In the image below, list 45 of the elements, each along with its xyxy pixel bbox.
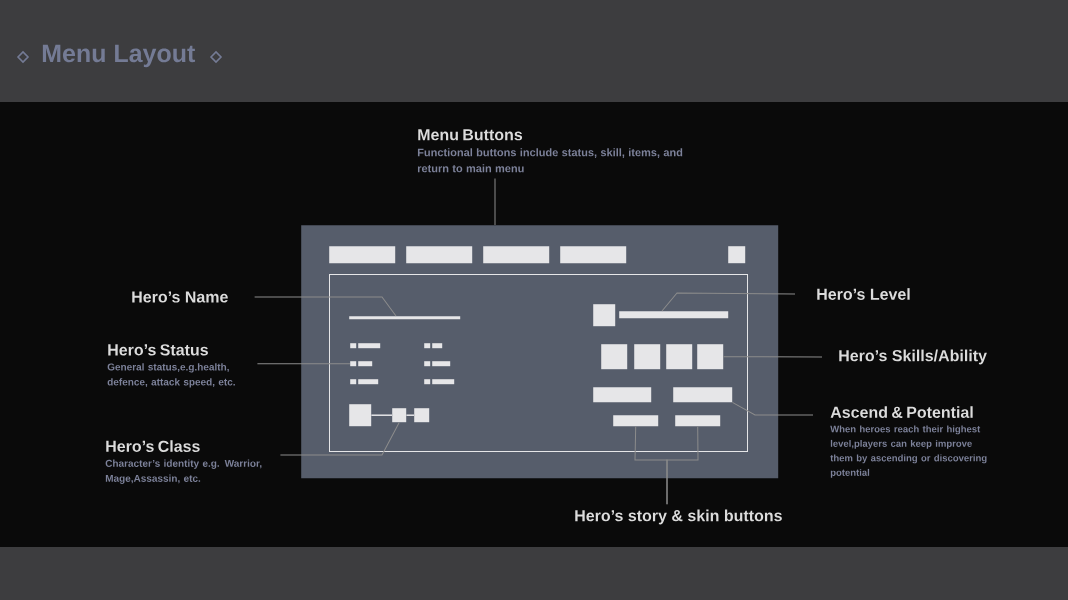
skill-button xyxy=(601,344,628,370)
leader-line xyxy=(731,401,814,416)
portrait-square xyxy=(593,304,616,327)
callout-description: Character’s identity e.g. Warrior, Mage,Assassin, etc. xyxy=(105,459,262,484)
menu-button xyxy=(483,246,550,264)
callout-heading: Hero’s Level xyxy=(817,288,910,300)
skill-button xyxy=(666,344,693,370)
callout-heading: Hero’s story & skin buttons xyxy=(575,509,782,525)
status-list xyxy=(350,343,381,385)
menu-button xyxy=(406,246,473,264)
callout-heading: Hero’s Status xyxy=(108,344,208,356)
leader-line xyxy=(722,356,823,358)
callout-heading: Ascend & Potential xyxy=(830,406,973,418)
ascend-button xyxy=(593,387,652,403)
story-button xyxy=(613,415,659,427)
callout-heading: Hero’s Name xyxy=(132,291,228,303)
callout-description: Functional buttons include status, skill, items, and return to main menu xyxy=(417,148,683,173)
title: Menu Layout xyxy=(42,44,196,68)
callout-description: When heroes reach their highest level,players can keep improve them by ascending or discovering potential xyxy=(830,425,987,478)
level-bar xyxy=(619,311,729,319)
callout-description: General status,e.g.health, defence, attack speed, etc. xyxy=(107,363,235,388)
status-list xyxy=(424,343,455,385)
skill-button xyxy=(634,344,661,370)
class-square xyxy=(392,408,407,423)
skin-button xyxy=(675,415,721,427)
menu-button xyxy=(329,246,396,264)
square-button xyxy=(728,246,746,264)
leader-line xyxy=(661,292,796,312)
callout-heading: Menu Buttons xyxy=(418,129,523,141)
ascend-button xyxy=(673,387,733,403)
connector-line xyxy=(370,414,393,416)
connector-line xyxy=(405,414,415,416)
leader-line xyxy=(256,363,351,365)
menu-button xyxy=(560,246,627,264)
name-bar xyxy=(349,316,461,320)
callout-heading: Hero’s Class xyxy=(106,440,200,452)
content-frame xyxy=(329,274,748,452)
leader-line xyxy=(279,421,400,456)
class-square xyxy=(349,404,372,427)
leader-line xyxy=(666,425,699,505)
leader-line xyxy=(494,178,496,226)
class-square xyxy=(414,408,430,423)
skill-button xyxy=(697,344,724,370)
leader-line xyxy=(254,296,397,317)
callout-heading: Hero’s Skills/Ability xyxy=(839,349,987,365)
